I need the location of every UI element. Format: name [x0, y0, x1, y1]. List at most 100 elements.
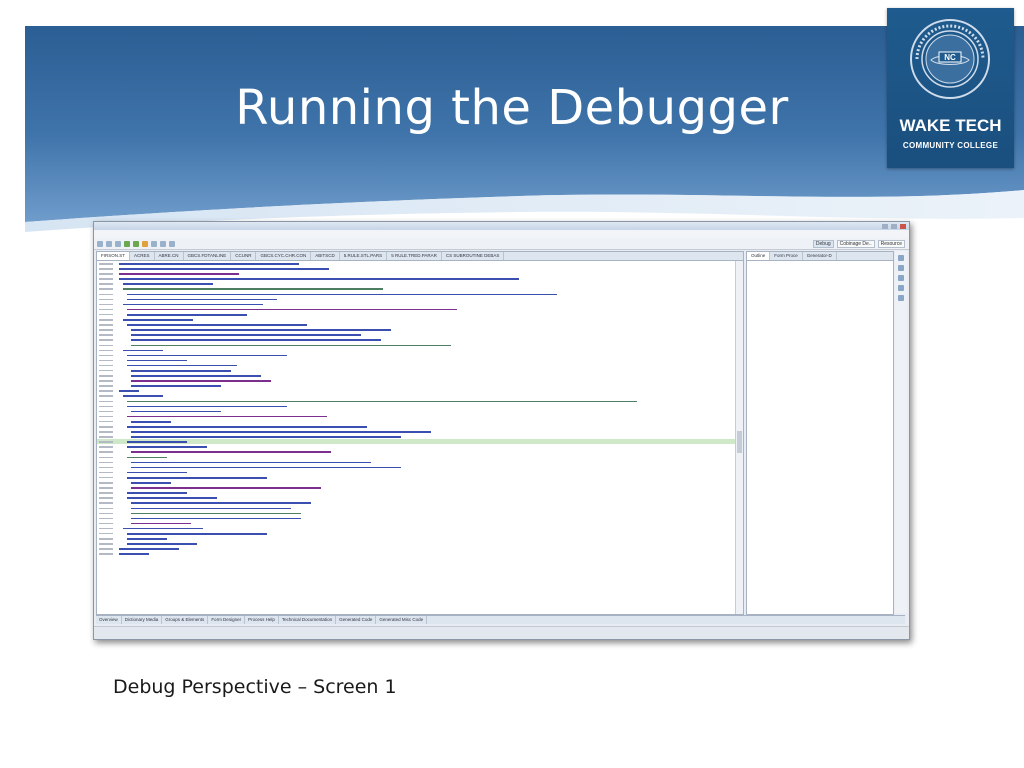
code-text: [131, 339, 381, 341]
code-text: [131, 522, 191, 525]
code-text: [131, 344, 451, 347]
code-line: [97, 297, 735, 302]
code-line: [97, 307, 735, 312]
code-line: [97, 292, 735, 297]
line-number: [99, 441, 113, 443]
code-line: [97, 266, 735, 271]
seal-initials: NC: [944, 53, 956, 62]
code-text: [127, 405, 287, 408]
editor-tab: ABRE.CN: [155, 252, 184, 260]
line-number: [99, 543, 113, 545]
line-number: [99, 436, 113, 438]
code-line: [97, 434, 735, 439]
code-text: [131, 512, 301, 515]
code-lines: [97, 261, 735, 614]
line-number: [99, 354, 113, 357]
code-line: [97, 506, 735, 511]
line-number: [99, 268, 113, 270]
code-line: [97, 327, 735, 332]
code-text: [127, 324, 307, 326]
code-text: [127, 313, 247, 316]
line-number: [99, 339, 113, 341]
code-line: [97, 500, 735, 505]
code-text: [131, 466, 401, 469]
code-text: [123, 303, 263, 306]
slide-title: Running the Debugger: [235, 80, 789, 136]
editor-tab: ABITSCD: [311, 252, 340, 260]
ide-titlebar: [94, 222, 909, 230]
code-line: [97, 526, 735, 531]
code-text: [131, 420, 171, 423]
code-line: [97, 409, 735, 414]
code-line: [97, 531, 735, 536]
code-text: [127, 532, 267, 535]
wake-tech-logo: NC WAKE TECH COMMUNITY COLLEGE: [887, 8, 1014, 168]
code-text: [131, 517, 301, 520]
close-icon: [900, 223, 906, 229]
code-text: [119, 278, 519, 280]
editor-tab: CS SUBROUTINE DEBAS: [442, 252, 505, 260]
code-line: [97, 383, 735, 388]
maximize-icon: [891, 223, 897, 229]
code-line: [97, 480, 735, 485]
line-number: [99, 303, 113, 306]
code-line: [97, 358, 735, 363]
code-text: [131, 487, 321, 489]
external-tools-icon: [142, 240, 148, 247]
code-text: [127, 415, 327, 418]
line-number: [99, 431, 113, 433]
code-line: [97, 490, 735, 495]
code-text: [131, 385, 221, 387]
code-line: [97, 388, 735, 393]
code-line: [97, 353, 735, 358]
code-text: [123, 319, 193, 321]
code-text: [119, 548, 179, 550]
line-number: [99, 426, 113, 428]
line-number: [99, 512, 113, 515]
code-text: [127, 293, 557, 296]
line-number: [99, 319, 113, 321]
view-icon: [898, 255, 904, 261]
code-line: [97, 475, 735, 480]
code-line: [97, 449, 735, 454]
editor-tab: GBCS.FDTANLINE: [184, 252, 232, 260]
code-text: [127, 471, 187, 474]
code-text: [131, 410, 221, 413]
minimize-icon: [882, 223, 888, 229]
bottom-tab: Overview: [96, 616, 122, 624]
editor-tab: GBCS.CYC.CHR.CON: [256, 252, 312, 260]
code-line: [97, 455, 735, 460]
code-line: [97, 419, 735, 424]
back-icon: [160, 240, 166, 247]
code-text: [131, 482, 171, 484]
code-line: [97, 286, 735, 291]
scrollbar-thumb: [737, 431, 742, 453]
code-text: [123, 349, 163, 352]
line-number: [99, 400, 113, 403]
outline-tab: Form Proce: [770, 252, 803, 260]
code-text: [127, 298, 277, 301]
code-line: [97, 271, 735, 276]
save-icon: [106, 240, 112, 247]
code-line: [97, 332, 735, 337]
code-text: [131, 380, 271, 382]
line-number: [99, 451, 113, 453]
bottom-tab: Generated Misc Code: [376, 616, 428, 624]
bottom-tab: Process Help: [245, 616, 279, 624]
debug-run-icon: [124, 240, 130, 247]
code-line: [97, 399, 735, 404]
line-number: [99, 380, 113, 382]
code-line: [97, 261, 735, 266]
line-number: [99, 273, 113, 275]
code-line: [97, 281, 735, 286]
code-line: [97, 302, 735, 307]
code-text: [119, 553, 149, 555]
code-text: [131, 375, 261, 377]
status-bar: [94, 626, 909, 639]
line-number: [99, 527, 113, 530]
code-text: [127, 492, 187, 494]
bottom-tab: Generated Code: [336, 616, 377, 624]
line-number: [99, 415, 113, 418]
code-line: [97, 495, 735, 500]
new-icon: [97, 240, 103, 247]
